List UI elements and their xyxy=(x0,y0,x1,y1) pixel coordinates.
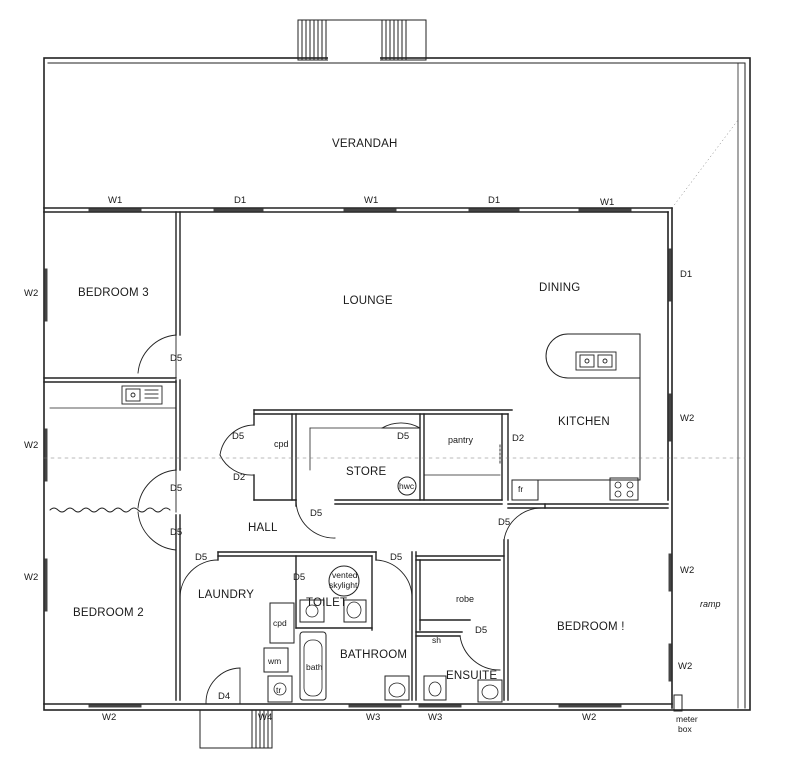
code-w2-bottom-a: W2 xyxy=(102,712,117,723)
label-bath: bath xyxy=(306,662,323,672)
room-bedroom-2: BEDROOM 2 xyxy=(73,607,144,619)
sink-fixtures xyxy=(121,351,617,405)
code-d5-laundry: D5 xyxy=(195,552,208,563)
code-w3-b: W3 xyxy=(428,712,443,723)
room-toilet: TOILET xyxy=(306,597,348,609)
label-cupboard-laundry: cpd xyxy=(273,618,287,628)
code-d5-bed2-b: D5 xyxy=(170,527,183,538)
code-d1-b: D1 xyxy=(488,195,501,206)
code-d1-c: D1 xyxy=(680,269,693,280)
code-w2-right-c: W2 xyxy=(678,661,693,672)
room-bedroom-3: BEDROOM 3 xyxy=(78,287,149,299)
code-w2-right-b: W2 xyxy=(680,565,695,576)
label-vented-skylight-2: skylight xyxy=(329,580,358,590)
code-d5-toilet: D5 xyxy=(293,572,306,583)
code-w3-a: W3 xyxy=(366,712,381,723)
room-verandah: VERANDAH xyxy=(332,138,398,150)
code-d5-cpd: D5 xyxy=(232,431,245,442)
code-w1-c: W1 xyxy=(600,197,615,208)
label-meter-1: meter xyxy=(676,714,698,724)
code-d2-a: D2 xyxy=(233,472,246,483)
label-fridge: fr xyxy=(518,484,524,494)
house-external-walls xyxy=(43,207,673,709)
code-d5-bed2-a: D5 xyxy=(170,483,183,494)
code-d1-a: D1 xyxy=(234,195,247,206)
label-pantry: pantry xyxy=(448,435,474,445)
room-dining: DINING xyxy=(539,282,581,294)
code-d5-bed1: D5 xyxy=(498,517,511,528)
meter-box xyxy=(673,694,683,712)
code-w1-b: W1 xyxy=(364,195,379,206)
code-d5-pantry: D5 xyxy=(397,431,410,442)
code-w4: W4 xyxy=(258,712,273,723)
code-d4: D4 xyxy=(218,691,231,702)
label-washing-machine: wm xyxy=(268,656,282,666)
code-d5-ensuite: D5 xyxy=(475,625,488,636)
code-d5-store: D5 xyxy=(310,508,323,519)
label-meter-2: box xyxy=(678,724,692,734)
label-vented-skylight-1: vented xyxy=(332,570,358,580)
code-d5-bathroom: D5 xyxy=(390,552,403,563)
code-w2-left-b: W2 xyxy=(24,440,39,451)
door-swings xyxy=(137,334,543,705)
room-bedroom-1: BEDROOM ! xyxy=(557,621,625,633)
label-cupboard-hall: cpd xyxy=(274,439,289,449)
room-lounge: LOUNGE xyxy=(343,295,393,307)
room-laundry: LAUNDRY xyxy=(198,589,255,601)
code-w1-a: W1 xyxy=(108,195,123,206)
room-kitchen: KITCHEN xyxy=(558,416,610,428)
code-d5-bed3: D5 xyxy=(170,353,183,364)
room-ensuite: ENSUITE xyxy=(446,670,498,682)
back-steps xyxy=(199,709,273,749)
room-hall: HALL xyxy=(248,522,278,534)
verandah-outline xyxy=(43,57,751,711)
robe-partition xyxy=(49,507,171,513)
code-w2-left-c: W2 xyxy=(24,572,39,583)
label-hot-water: hwc xyxy=(399,481,415,491)
room-store: STORE xyxy=(346,466,387,478)
code-w2-right-a: W2 xyxy=(680,413,695,424)
label-robe: robe xyxy=(456,594,475,604)
code-w2-left-a: W2 xyxy=(24,288,39,299)
room-bathroom: BATHROOM xyxy=(340,649,408,661)
label-shower: sh xyxy=(432,635,441,645)
label-trough: tr xyxy=(276,685,282,695)
internal-walls xyxy=(43,211,669,703)
code-d2-b: D2 xyxy=(512,433,525,444)
code-w2-bottom-b: W2 xyxy=(582,712,597,723)
label-ramp: ramp xyxy=(700,599,721,609)
